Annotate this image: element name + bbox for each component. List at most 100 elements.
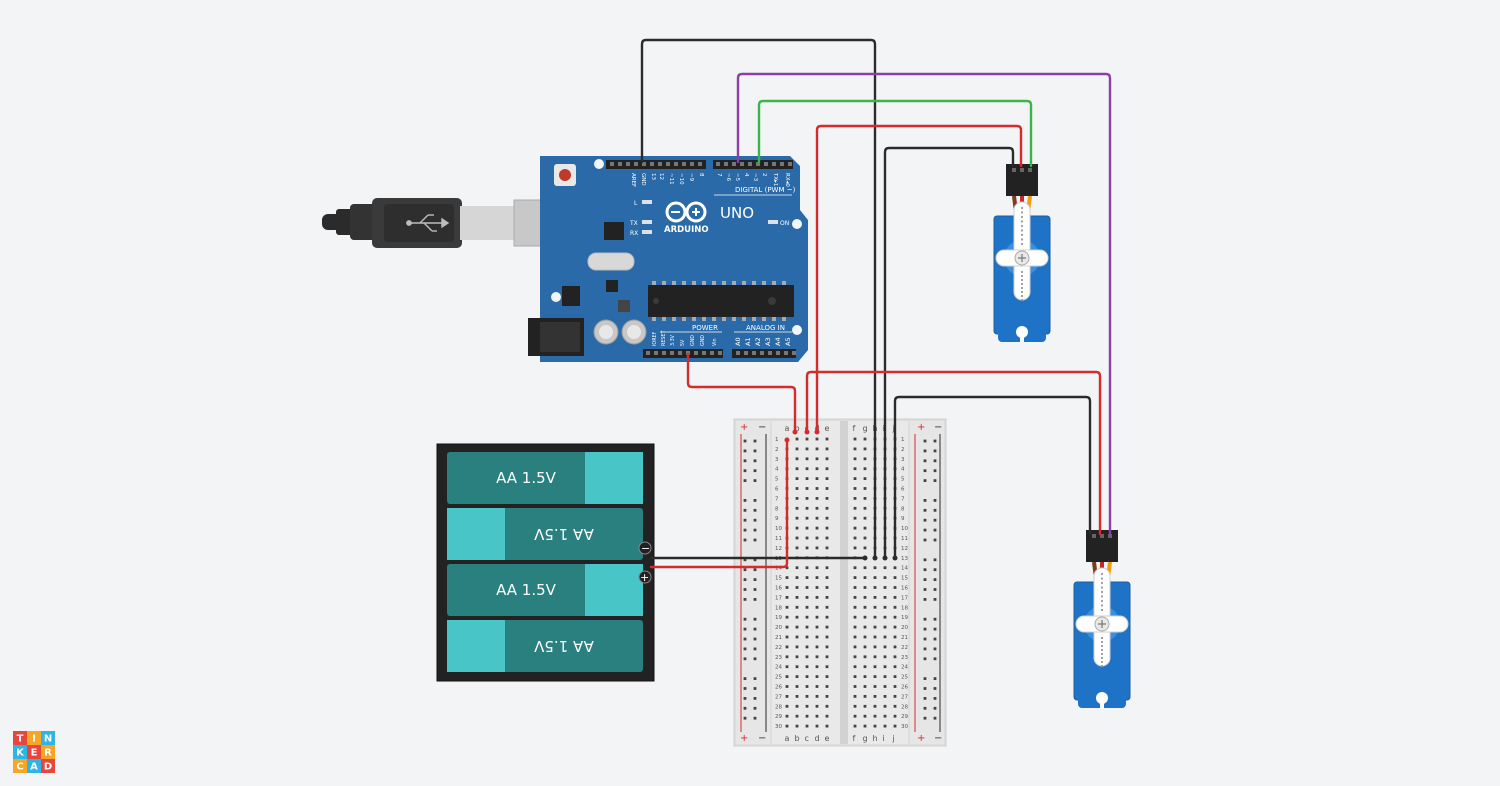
breadboard-hole[interactable]: [893, 675, 897, 678]
servo-motor-2[interactable]: [1073, 530, 1131, 708]
rail-hole[interactable]: [753, 538, 757, 542]
rail-hole[interactable]: [753, 449, 757, 453]
breadboard-hole[interactable]: [853, 635, 857, 639]
breadboard-hole[interactable]: [825, 605, 829, 609]
breadboard-hole[interactable]: [805, 497, 809, 500]
breadboard-hole[interactable]: [795, 487, 799, 490]
rail-hole[interactable]: [753, 558, 757, 562]
breadboard-hole[interactable]: [893, 566, 897, 570]
breadboard-hole[interactable]: [825, 457, 829, 461]
breadboard-hole[interactable]: [825, 665, 829, 669]
breadboard-hole[interactable]: [863, 516, 867, 520]
breadboard-hole[interactable]: [805, 546, 809, 550]
breadboard-hole[interactable]: [873, 724, 877, 728]
rail-hole[interactable]: [753, 568, 757, 572]
breadboard-hole[interactable]: [815, 497, 819, 500]
breadboard-hole[interactable]: [785, 675, 789, 678]
pin-hole[interactable]: [732, 162, 736, 166]
breadboard-hole[interactable]: [853, 665, 857, 669]
rail-hole[interactable]: [923, 716, 927, 720]
breadboard-hole[interactable]: [893, 596, 897, 599]
breadboard-hole[interactable]: [863, 487, 867, 490]
rail-hole[interactable]: [753, 716, 757, 720]
pin-hole[interactable]: [788, 162, 792, 166]
breadboard-hole[interactable]: [863, 714, 867, 718]
breadboard-hole[interactable]: [873, 586, 877, 589]
breadboard-hole[interactable]: [893, 685, 897, 688]
breadboard-hole[interactable]: [825, 685, 829, 688]
breadboard-hole[interactable]: [815, 635, 819, 639]
breadboard-hole[interactable]: [863, 675, 867, 678]
breadboard-hole[interactable]: [805, 596, 809, 599]
breadboard-hole[interactable]: [863, 685, 867, 688]
breadboard-hole[interactable]: [815, 566, 819, 570]
rail-hole[interactable]: [753, 657, 757, 661]
servo-motor-1[interactable]: [993, 164, 1051, 342]
pin-hole[interactable]: [702, 351, 706, 355]
breadboard-hole[interactable]: [815, 506, 819, 510]
breadboard-hole[interactable]: [785, 576, 789, 579]
breadboard-hole[interactable]: [863, 447, 867, 451]
breadboard-hole[interactable]: [785, 596, 789, 599]
rail-hole[interactable]: [743, 677, 747, 680]
breadboard-hole[interactable]: [805, 516, 809, 520]
pin-hole[interactable]: [682, 162, 686, 166]
breadboard-hole[interactable]: [795, 477, 799, 480]
breadboard-hole[interactable]: [825, 704, 829, 708]
breadboard-hole[interactable]: [815, 447, 819, 451]
breadboard-hole[interactable]: [785, 566, 789, 570]
breadboard-hole[interactable]: [815, 704, 819, 708]
rail-hole[interactable]: [743, 706, 747, 710]
breadboard-hole[interactable]: [805, 576, 809, 579]
breadboard-hole[interactable]: [785, 704, 789, 708]
breadboard-hole[interactable]: [825, 675, 829, 678]
breadboard-hole[interactable]: [795, 566, 799, 570]
breadboard-hole[interactable]: [795, 437, 799, 441]
breadboard-hole[interactable]: [853, 645, 857, 649]
breadboard-hole[interactable]: [853, 546, 857, 550]
rail-hole[interactable]: [933, 578, 937, 581]
wire-black-servo2-gnd[interactable]: [893, 395, 1092, 560]
rail-hole[interactable]: [743, 518, 747, 522]
breadboard-hole[interactable]: [805, 566, 809, 570]
rail-hole[interactable]: [933, 469, 937, 473]
breadboard-hole[interactable]: [805, 714, 809, 718]
rail-hole[interactable]: [923, 439, 927, 443]
breadboard-hole[interactable]: [795, 526, 799, 530]
breadboard-hole[interactable]: [795, 655, 799, 659]
rail-hole[interactable]: [923, 647, 927, 651]
breadboard-hole[interactable]: [825, 635, 829, 639]
rail-hole[interactable]: [933, 588, 937, 591]
rail-hole[interactable]: [743, 499, 747, 502]
pin-hole[interactable]: [654, 351, 658, 355]
pin-hole[interactable]: [764, 162, 768, 166]
breadboard-hole[interactable]: [853, 704, 857, 708]
rail-hole[interactable]: [933, 479, 937, 482]
rail-hole[interactable]: [753, 627, 757, 631]
rail-hole[interactable]: [753, 578, 757, 581]
rail-hole[interactable]: [753, 528, 757, 532]
breadboard-hole[interactable]: [873, 576, 877, 579]
breadboard-hole[interactable]: [863, 536, 867, 540]
breadboard-hole[interactable]: [853, 497, 857, 500]
pin-hole[interactable]: [748, 162, 752, 166]
breadboard-hole[interactable]: [883, 704, 887, 708]
breadboard-hole[interactable]: [795, 447, 799, 451]
breadboard-hole[interactable]: [893, 695, 897, 698]
rail-hole[interactable]: [923, 459, 927, 463]
breadboard-hole[interactable]: [863, 497, 867, 500]
rail-hole[interactable]: [933, 657, 937, 661]
pin-hole[interactable]: [678, 351, 682, 355]
breadboard-hole[interactable]: [805, 526, 809, 530]
breadboard-hole[interactable]: [863, 586, 867, 589]
breadboard-hole[interactable]: [785, 615, 789, 619]
rail-hole[interactable]: [923, 657, 927, 661]
breadboard-hole[interactable]: [825, 437, 829, 441]
rail-hole[interactable]: [743, 558, 747, 562]
breadboard-hole[interactable]: [795, 695, 799, 698]
rail-hole[interactable]: [923, 469, 927, 473]
rail-hole[interactable]: [753, 469, 757, 473]
breadboard-hole[interactable]: [815, 576, 819, 579]
breadboard-hole[interactable]: [873, 685, 877, 688]
